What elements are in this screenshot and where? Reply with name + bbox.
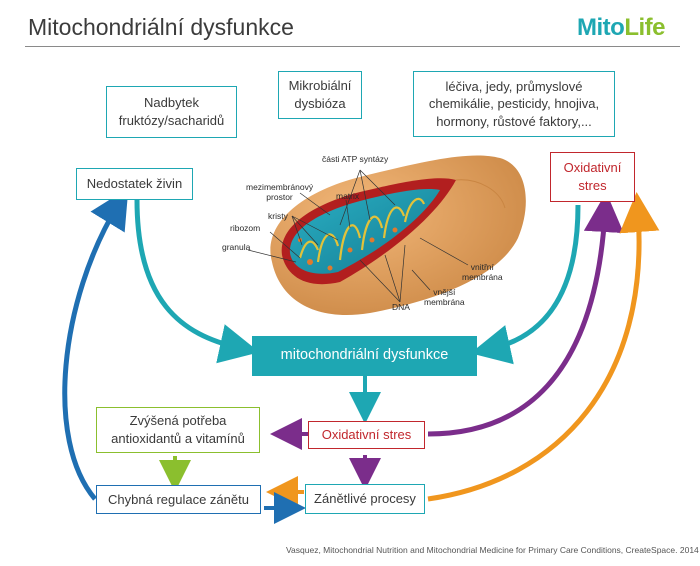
source-credit: Vasquez, Mitochondrial Nutrition and Mit… [286, 545, 699, 555]
nutrient-deficiency-box: Nedostatek živin [76, 168, 193, 200]
oxidative-stress-box: Oxidativní stres [308, 421, 425, 449]
inflammatory-processes-box: Zánětlivé procesy [305, 484, 425, 514]
page-title: Mitochondriální dysfunkce [28, 14, 294, 40]
mitolife-logo: MitoLife [577, 14, 665, 41]
label-matrix: matrix [336, 191, 360, 201]
mitochondrial-dysfunction-box: mitochondriální dysfunkce [252, 336, 477, 376]
label-cristae: kristy [268, 211, 288, 221]
label-atp-synthase: části ATP syntázy [322, 154, 389, 164]
label-ribosome: ribozom [230, 223, 261, 233]
inflammation-dysregulation-box: Chybná regulace zánětu [96, 485, 261, 514]
mitochondrion-illustration [270, 155, 526, 316]
label-dna: DNA [392, 302, 410, 312]
label-granules: granula [222, 242, 251, 252]
title-divider [25, 46, 680, 47]
